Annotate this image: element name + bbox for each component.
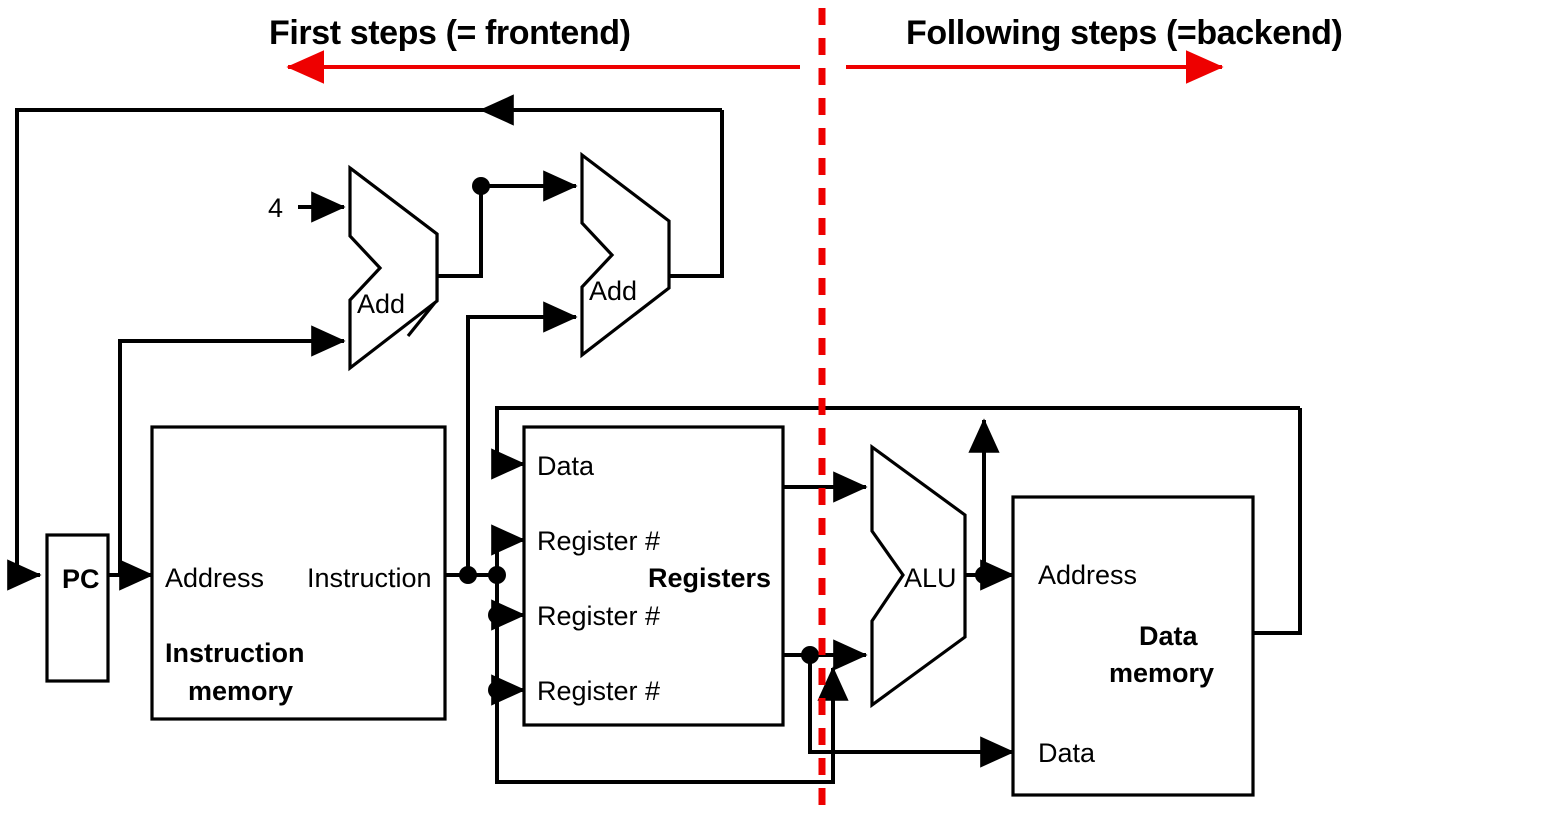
junction-dot-instruction-b xyxy=(488,566,506,584)
wire-pc-writeback-loop xyxy=(7,94,722,591)
registers-title: Registers xyxy=(648,563,771,593)
registers-port-reg1: Register # xyxy=(537,526,660,556)
wire-adder-branch-output xyxy=(660,110,724,278)
data-memory-title-line2: memory xyxy=(1109,658,1214,688)
data-memory-title-line1: Data xyxy=(1139,621,1199,651)
adder-pc-plus-4: Add xyxy=(348,164,439,372)
junction-dot-instruction-c xyxy=(488,606,506,624)
junction-dot-alu-output xyxy=(975,566,993,584)
data-memory-data-port: Data xyxy=(1038,738,1096,768)
instruction-memory-instruction-port: Instruction xyxy=(307,563,432,593)
adder-branch-target: Add xyxy=(580,151,671,359)
wire-adder-pc4-output xyxy=(433,170,578,278)
adder-branch-label: Add xyxy=(589,276,637,306)
header-backend-label: Following steps (=backend) xyxy=(906,14,1342,52)
instruction-memory-title-line2: memory xyxy=(188,676,293,706)
data-memory-address-port: Address xyxy=(1038,560,1137,590)
wire-constant-four-to-adder: 4 xyxy=(268,191,346,223)
instruction-memory-block: Address Instruction Instruction memory xyxy=(150,425,447,721)
data-memory-block: Address Data memory Data xyxy=(1011,495,1255,797)
registers-block: Data Register # Registers Register # Reg… xyxy=(522,425,785,727)
wire-writeback-to-registers-data xyxy=(491,406,1300,480)
wire-pc-to-adder-pc4 xyxy=(118,325,346,575)
pc-label: PC xyxy=(62,564,100,594)
registers-port-data: Data xyxy=(537,451,595,481)
wire-instruction-bus xyxy=(445,524,526,706)
adder-pc4-label: Add xyxy=(357,289,405,319)
constant-four-label: 4 xyxy=(268,193,283,223)
registers-port-reg2: Register # xyxy=(537,601,660,631)
instruction-memory-title-line1: Instruction xyxy=(165,638,305,668)
registers-port-reg3: Register # xyxy=(537,676,660,706)
wire-lower-bus-to-alu xyxy=(495,666,849,784)
wire-alu-output xyxy=(965,418,1015,591)
wire-instruction-to-adder-branch xyxy=(466,301,578,575)
junction-dot-instruction-a xyxy=(459,566,477,584)
instruction-memory-address-port: Address xyxy=(165,563,264,593)
junction-dot-registers-out2 xyxy=(801,646,819,664)
alu-label: ALU xyxy=(904,563,957,593)
pc-register: PC xyxy=(45,533,110,683)
alu-unit: ALU xyxy=(870,443,967,709)
wire-data-memory-readout xyxy=(1253,408,1302,635)
junction-dot-pc4 xyxy=(472,177,490,195)
header-frontend-label: First steps (= frontend) xyxy=(269,14,631,52)
